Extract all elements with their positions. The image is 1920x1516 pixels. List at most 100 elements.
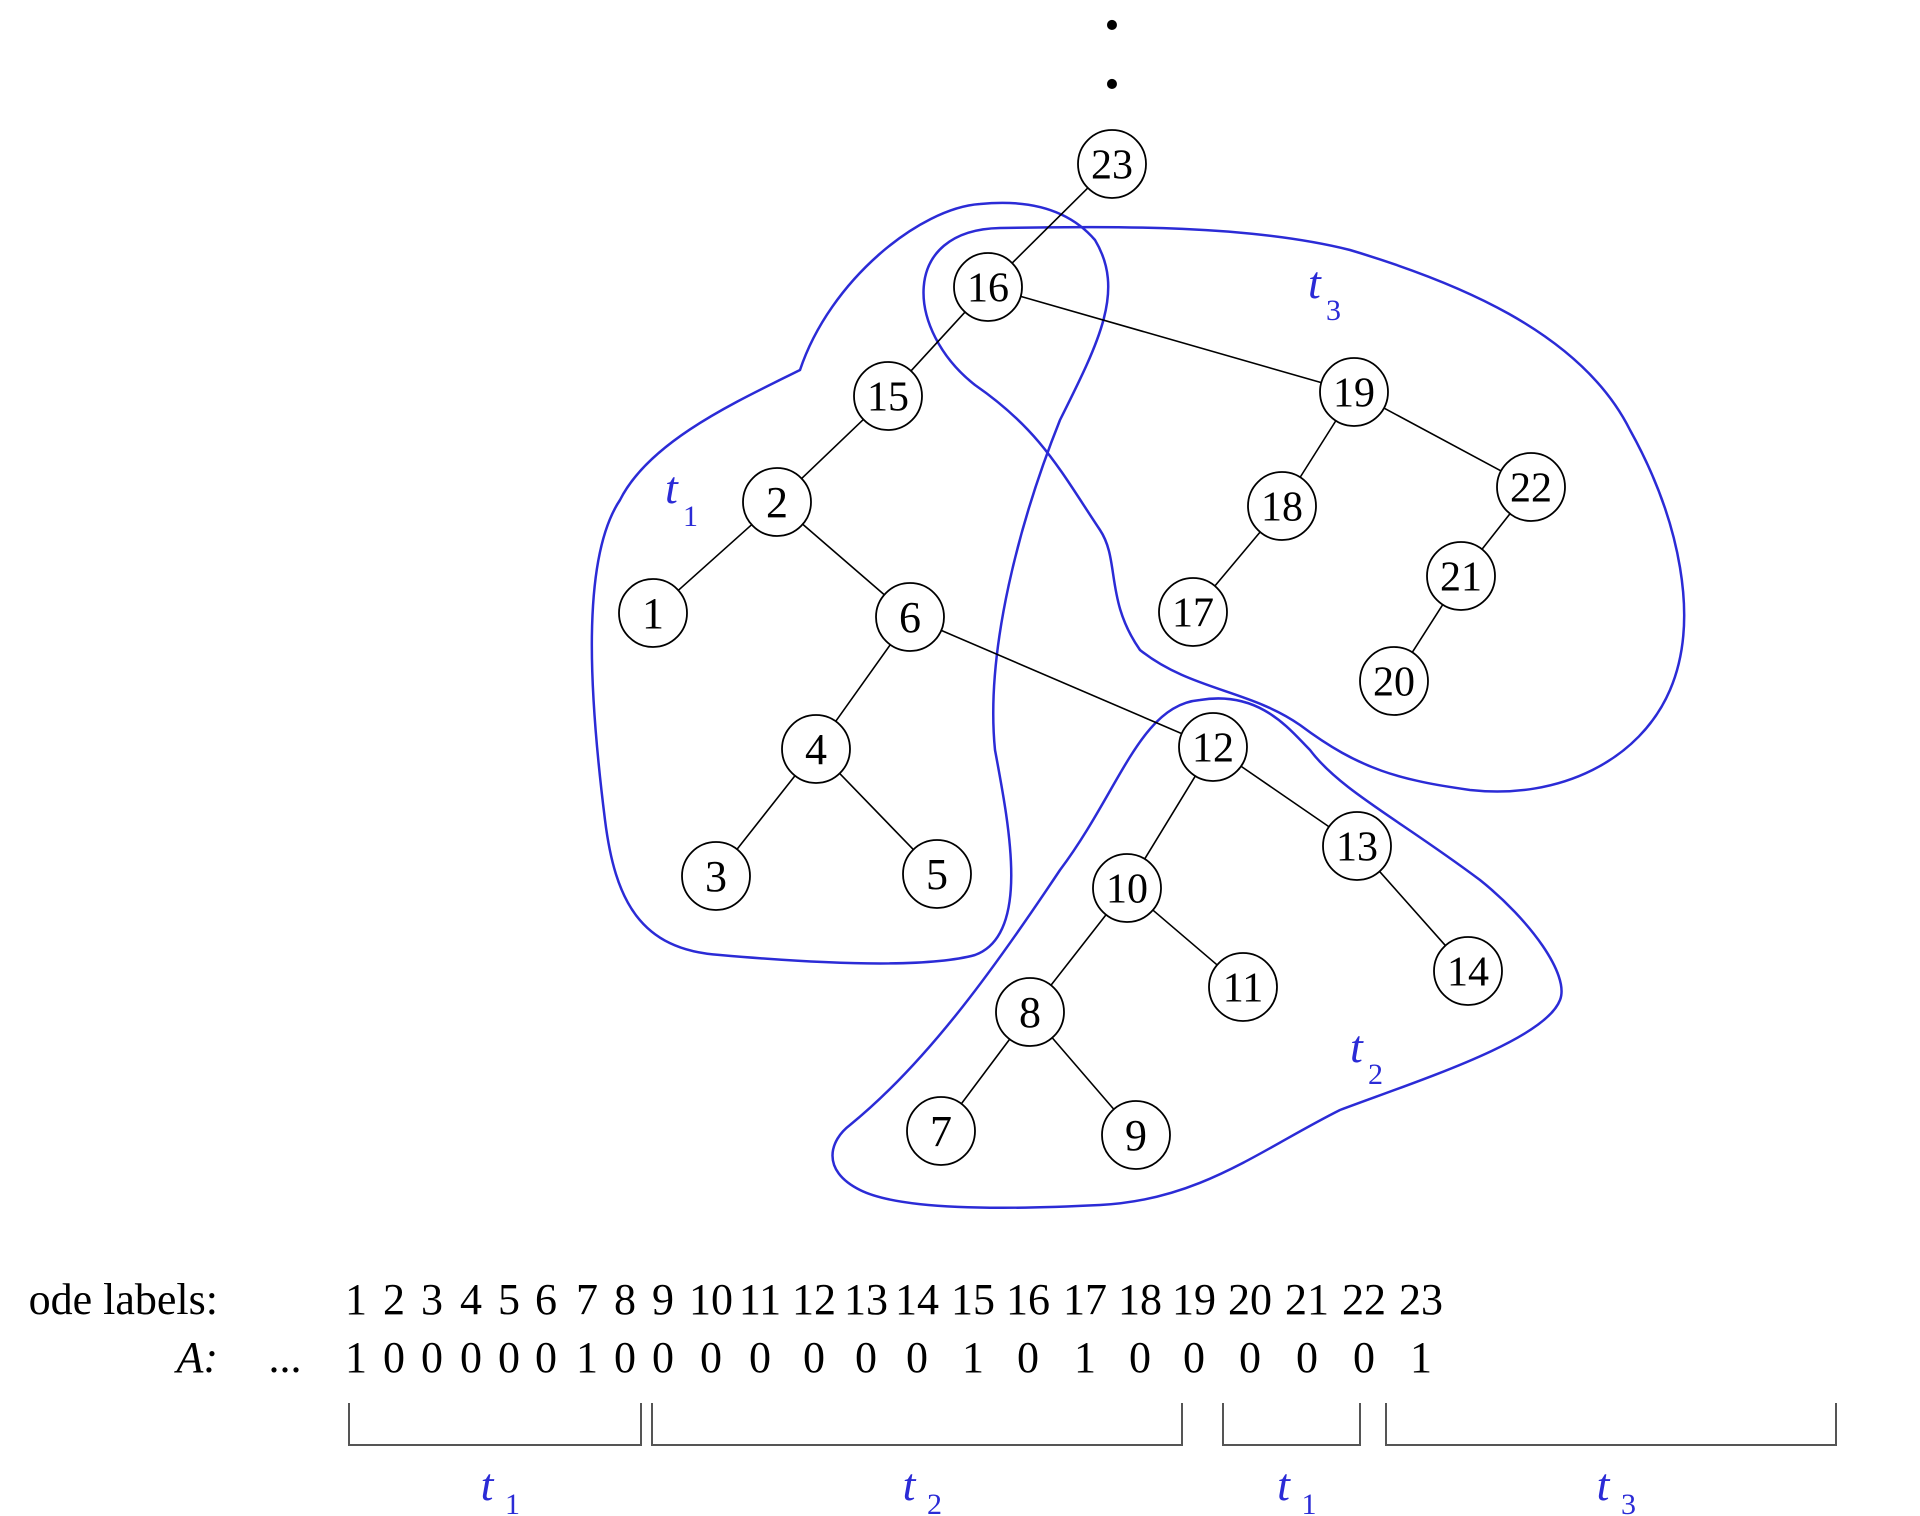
tree-edge-8-9 — [1051, 1037, 1115, 1110]
tree-node-label: 3 — [705, 852, 727, 901]
tree-node-label: 6 — [899, 593, 921, 642]
tree-edge-8-7 — [960, 1038, 1011, 1105]
bracket-label-subscript: 2 — [927, 1488, 942, 1516]
tree-node: 18 — [1247, 471, 1317, 541]
region-t3-outline — [922, 225, 1686, 793]
tree-node-label: 13 — [1336, 824, 1378, 870]
tree-node-circle — [781, 714, 851, 784]
array-a-cell: 0 — [460, 1333, 482, 1382]
tree-edge-19-18 — [1299, 420, 1337, 478]
tree-node-label: 14 — [1447, 949, 1489, 995]
svg-text:t: t — [665, 462, 679, 513]
array-a-cell: 1 — [962, 1333, 984, 1382]
tree-node: 2 — [742, 467, 812, 537]
array-a-cell: 0 — [700, 1333, 722, 1382]
array-a-cell: 0 — [1129, 1333, 1151, 1382]
tree-edge-10-8 — [1050, 914, 1107, 986]
tree-node: 20 — [1359, 646, 1429, 716]
node-label-cell: 19 — [1172, 1275, 1216, 1324]
tree-node-label: 9 — [1125, 1111, 1147, 1160]
bracket-line — [348, 1403, 642, 1446]
tree-node-circle — [953, 252, 1023, 322]
tree-node: 21 — [1426, 541, 1496, 611]
svg-text:3: 3 — [1326, 294, 1341, 327]
tree-node-label: 11 — [1223, 965, 1263, 1011]
node-label-cell: 4 — [460, 1275, 482, 1324]
bracket-label-subscript: 3 — [1621, 1488, 1636, 1516]
node-label-cell: 18 — [1118, 1275, 1162, 1324]
region-label-t3: t 3 — [1308, 257, 1341, 327]
array-a-cell: 0 — [749, 1333, 771, 1382]
tree-node: 8 — [995, 977, 1065, 1047]
tree-node-label: 21 — [1440, 554, 1482, 600]
tree-edge-6-12 — [940, 629, 1183, 735]
bracket-label: t — [903, 1459, 917, 1510]
tree-edge-16-15 — [910, 311, 966, 372]
array-a-cell: 0 — [614, 1333, 636, 1382]
node-labels-title: ode labels: — [29, 1275, 218, 1324]
tree-node-label: 16 — [967, 265, 1009, 311]
node-label-cell: 2 — [383, 1275, 405, 1324]
array-a-cell: 0 — [906, 1333, 928, 1382]
tree-node: 1 — [618, 578, 688, 648]
tree-edge-6-4 — [835, 644, 891, 722]
array-a-cell: 0 — [803, 1333, 825, 1382]
array-a-cell: 0 — [1353, 1333, 1375, 1382]
node-label-cell: 6 — [535, 1275, 557, 1324]
array-a-cell: 0 — [1239, 1333, 1261, 1382]
tree-node-label: 20 — [1373, 659, 1415, 705]
tree-node: 15 — [853, 361, 923, 431]
tree-node-label: 1 — [642, 589, 664, 638]
subtree-regions — [590, 201, 1686, 1210]
bracket-line — [1385, 1403, 1837, 1446]
tree-node-circle — [1359, 646, 1429, 716]
node-label-cell: 8 — [614, 1275, 636, 1324]
tree-node-label: 23 — [1091, 142, 1133, 188]
node-label-cell: 15 — [951, 1275, 995, 1324]
tree-node: 17 — [1158, 577, 1228, 647]
tree-node-circle — [906, 1096, 976, 1166]
region-label-t2: t 2 — [1350, 1021, 1383, 1091]
tree-edge-2-1 — [677, 524, 753, 591]
tree-edge-4-5 — [839, 772, 914, 851]
array-a-cell: 0 — [652, 1333, 674, 1382]
tree-node-circle — [1496, 452, 1566, 522]
tree-edge-19-22 — [1383, 407, 1502, 472]
tree-node: 3 — [681, 841, 751, 911]
tree-node-label: 12 — [1192, 725, 1234, 771]
array-a-cell: 0 — [855, 1333, 877, 1382]
tree-edge-23-16 — [1011, 187, 1089, 264]
tree-node-circle — [742, 467, 812, 537]
tree-edge-16-19 — [1020, 295, 1322, 384]
node-label-cell: 9 — [652, 1275, 674, 1324]
node-label-cell: 11 — [739, 1275, 781, 1324]
tree-node-label: 10 — [1106, 866, 1148, 912]
tree-node-label: 5 — [926, 850, 948, 899]
bracket-label: t — [481, 1459, 495, 1510]
tree-edge-13-14 — [1378, 870, 1447, 947]
ellipsis-dot: • — [1105, 62, 1120, 108]
tree-node-circle — [1322, 811, 1392, 881]
tree-node: 11 — [1208, 952, 1278, 1022]
tree-node: 12 — [1178, 712, 1248, 782]
tree-node-circle — [902, 839, 972, 909]
svg-text:2: 2 — [1368, 1058, 1383, 1091]
bracket-label-subscript: 1 — [1302, 1488, 1317, 1516]
bracket-line — [1222, 1403, 1361, 1446]
bracket-label: t — [1277, 1459, 1291, 1510]
array-a-cell: 0 — [498, 1333, 520, 1382]
tree-node-circle — [1426, 541, 1496, 611]
tree-node: 9 — [1101, 1100, 1171, 1170]
tree-node-circle — [1319, 357, 1389, 427]
array-a-cell: 0 — [535, 1333, 557, 1382]
tree-node-label: 8 — [1019, 988, 1041, 1037]
tree-node-label: 18 — [1261, 484, 1303, 530]
svg-text:t: t — [1308, 257, 1322, 308]
array-a-cell: 1 — [576, 1333, 598, 1382]
tree-node-circle — [1101, 1100, 1171, 1170]
tree-node: 16 — [953, 252, 1023, 322]
